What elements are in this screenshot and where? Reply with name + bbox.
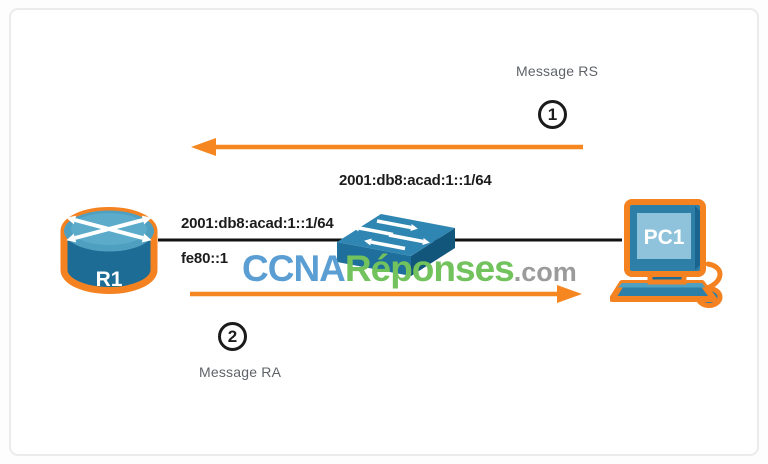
step-2-badge: 2 [218,322,247,351]
switch-icon [337,214,455,276]
router-link-local-label: fe80::1 [181,250,228,267]
switch-arrows-icon [352,219,430,251]
link-prefix-label: 2001:db8:acad:1::1/64 [339,172,492,189]
watermark-dotcom: .com [513,257,577,287]
watermark-reponses: Réponses [344,248,515,289]
pc-icon: PC1 [610,199,723,308]
pc-label: PC1 [644,226,685,249]
screen-icon [637,213,691,259]
message-rs-label: Message RS [516,63,599,79]
step-1-badge: 1 [538,100,567,129]
watermark-ccna: CCNA [242,248,346,289]
ra-arrow-icon [190,285,582,303]
message-ra-label: Message RA [199,364,282,380]
router-arrows-icon [66,215,152,243]
rs-arrow-icon [191,138,583,156]
router-label: R1 [96,268,123,291]
router-global-address-label: 2001:db8:acad:1::1/64 [181,215,334,232]
router-icon: R1 [60,207,158,294]
